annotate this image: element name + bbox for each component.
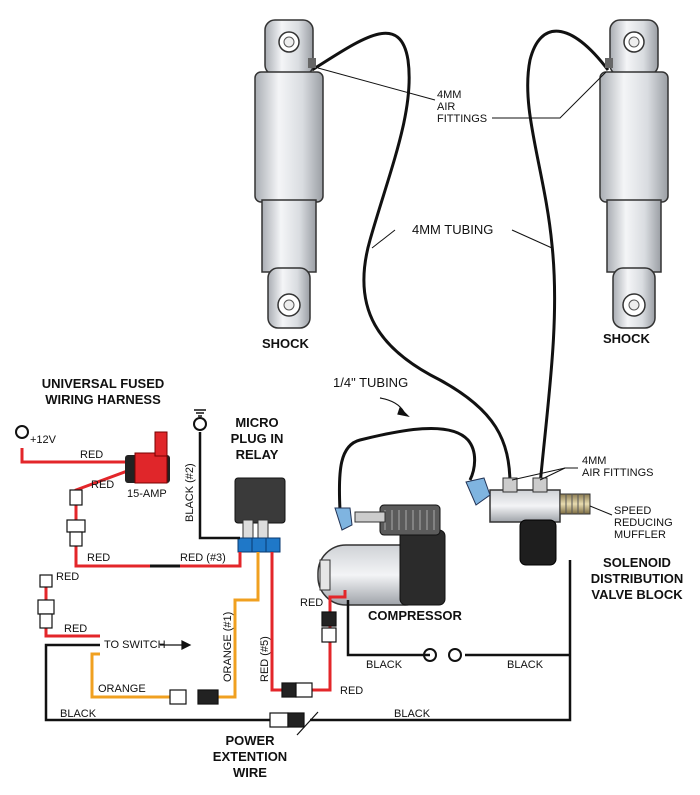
label-relay-1: MICRO — [235, 415, 278, 430]
arrows — [160, 397, 410, 736]
label-harness-2: WIRING HARNESS — [45, 392, 161, 407]
label-muffler-2: REDUCING — [614, 517, 673, 529]
label-power-ext-1: POWER — [225, 733, 275, 748]
wire-black-2 — [198, 432, 240, 540]
label-black-compressor-right: BLACK — [507, 659, 544, 671]
label-air-fittings-top-1: 4MM — [437, 89, 461, 101]
label-orange-1: ORANGE (#1) — [222, 612, 234, 682]
label-valve-block-1: SOLENOID — [603, 555, 671, 570]
valve-leaders — [511, 467, 613, 516]
ring-terminal-ground-top — [193, 417, 207, 431]
tubing-4mm-right — [526, 29, 610, 486]
wire-black-compressor — [346, 600, 570, 657]
label-valve-block-3: VALVE BLOCK — [591, 587, 683, 602]
label-valve-block-2: DISTRIBUTION — [591, 571, 683, 586]
label-black-compressor-left: BLACK — [366, 659, 403, 671]
label-compressor: COMPRESSOR — [368, 608, 463, 623]
label-air-fittings-valve-2: AIR FITTINGS — [582, 467, 654, 479]
shock-right — [599, 19, 669, 329]
ring-terminals — [15, 417, 462, 662]
label-relay-3: RELAY — [236, 447, 279, 462]
relay — [234, 477, 286, 553]
label-red-3-relay: RED (#3) — [180, 552, 226, 564]
label-tubing-4mm: 4MM TUBING — [412, 222, 493, 237]
label-black-2: BLACK (#2) — [184, 463, 196, 522]
label-relay-2: PLUG IN — [231, 431, 284, 446]
ring-terminal-ground-right — [448, 648, 462, 662]
label-black-main-left: BLACK — [60, 708, 97, 720]
label-power-ext-3: WIRE — [233, 765, 267, 780]
label-air-fittings-valve-1: 4MM — [582, 455, 606, 467]
ring-terminal-12v — [15, 425, 29, 439]
air-fittings-leaders — [317, 67, 607, 249]
label-red-1: RED — [80, 449, 103, 461]
wire-orange — [90, 552, 260, 699]
label-fuse: 15-AMP — [127, 488, 167, 500]
label-air-fittings-top-2: AIR — [437, 101, 455, 113]
label-red-ext: RED — [340, 685, 363, 697]
label-muffler-3: MUFFLER — [614, 529, 666, 541]
shock-left — [254, 19, 324, 329]
label-power-ext-2: EXTENTION — [213, 749, 287, 764]
tubing-4mm-left — [311, 31, 512, 486]
label-red-2: RED — [91, 479, 114, 491]
wire-black-main — [44, 560, 572, 722]
label-red-5-relay: RED (#5) — [259, 636, 271, 682]
label-air-fittings-top-3: FITTINGS — [437, 113, 487, 125]
label-tubing-quarter: 1/4" TUBING — [333, 375, 408, 390]
label-shock-right: SHOCK — [603, 331, 651, 346]
valve-block — [465, 477, 591, 566]
label-harness-1: UNIVERSAL FUSED — [42, 376, 165, 391]
label-muffler-1: SPEED — [614, 505, 651, 517]
label-black-main-right: BLACK — [394, 708, 431, 720]
label-orange: ORANGE — [98, 683, 146, 695]
ground-symbol — [194, 409, 206, 417]
connectors — [37, 489, 337, 728]
ring-terminal-ground-left — [423, 648, 437, 662]
label-shock-left: SHOCK — [262, 336, 310, 351]
label-12v: +12V — [30, 434, 57, 446]
label-red-3: RED — [87, 552, 110, 564]
label-red-compressor: RED — [300, 597, 323, 609]
label-red-4: RED — [56, 571, 79, 583]
compressor — [317, 504, 446, 606]
label-to-switch: TO SWITCH — [104, 639, 166, 651]
tubing-quarter-inch — [337, 427, 477, 511]
fuse-holder — [125, 431, 170, 484]
label-red-5: RED — [64, 623, 87, 635]
